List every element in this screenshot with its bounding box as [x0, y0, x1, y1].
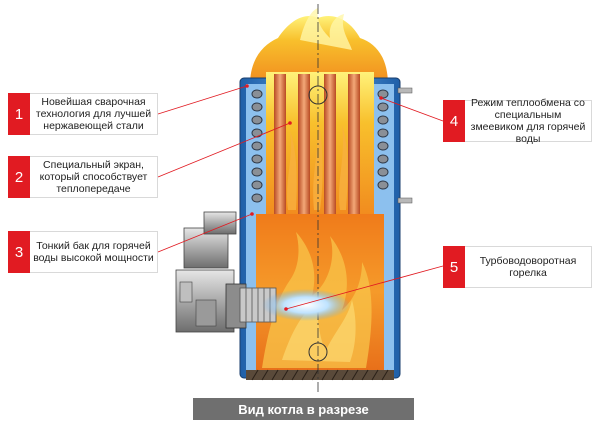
callout-3-text: Тонкий бак для горячей воды высокой мощн…	[30, 231, 158, 273]
leader-line-2	[157, 122, 291, 178]
callout-1-number: 1	[8, 93, 30, 135]
callout-1-text: Новейшая сварочная технология для лучшей…	[30, 93, 158, 135]
boiler-base	[246, 370, 394, 380]
top-axis-marker	[308, 85, 328, 105]
leader-line-3	[157, 213, 253, 253]
callout-1: 1 Новейшая сварочная технология для лучш…	[8, 93, 158, 135]
callout-5: 5 Турбоводоворотная горелка	[443, 246, 592, 288]
callout-2-text: Специальный экран, который способствует …	[30, 156, 158, 198]
burner-assembly	[175, 211, 277, 333]
leader-dot-2	[288, 121, 292, 125]
diagram-caption: Вид котла в разрезе	[193, 398, 414, 420]
leader-dot-1	[245, 84, 249, 88]
hot-water-outlet-pipe	[397, 87, 413, 94]
callout-3-number: 3	[8, 231, 30, 273]
burner-blue-flame	[262, 289, 350, 321]
leader-line-1	[157, 85, 248, 115]
leader-line-5	[285, 265, 444, 310]
leader-dot-3	[250, 212, 254, 216]
bottom-axis-marker	[308, 342, 328, 362]
top-flame-plume	[250, 16, 388, 85]
leader-lines	[157, 85, 444, 310]
callout-2-number: 2	[8, 156, 30, 198]
callout-4-text: Режим теплообмена со специальным змеевик…	[465, 97, 592, 145]
callout-3: 3 Тонкий бак для горячей воды высокой мо…	[8, 231, 158, 273]
callout-5-text: Турбоводоворотная горелка	[465, 246, 592, 288]
leader-dot-5	[284, 307, 288, 311]
combustion-flames-inner	[282, 300, 356, 362]
leader-endpoints	[245, 84, 383, 311]
flue-tube-1	[274, 74, 286, 218]
flames-between-tubes	[287, 110, 348, 210]
top-flame-tongues	[300, 8, 352, 50]
flue-tube-3	[324, 74, 336, 218]
cold-water-inlet-pipe	[397, 197, 413, 204]
flue-tube-4	[348, 74, 360, 218]
callout-2: 2 Специальный экран, который способствуе…	[8, 156, 158, 198]
leader-dot-4	[379, 96, 383, 100]
callout-4-number: 4	[443, 100, 465, 142]
hot-water-coil-left	[251, 89, 263, 203]
callout-5-number: 5	[443, 246, 465, 288]
base-hatching	[251, 369, 389, 381]
callout-4: 4 Режим теплообмена со специальным змеев…	[443, 97, 592, 145]
hot-water-coil-right	[377, 89, 389, 190]
flue-tube-2	[298, 74, 310, 218]
leader-line-4	[380, 97, 444, 122]
